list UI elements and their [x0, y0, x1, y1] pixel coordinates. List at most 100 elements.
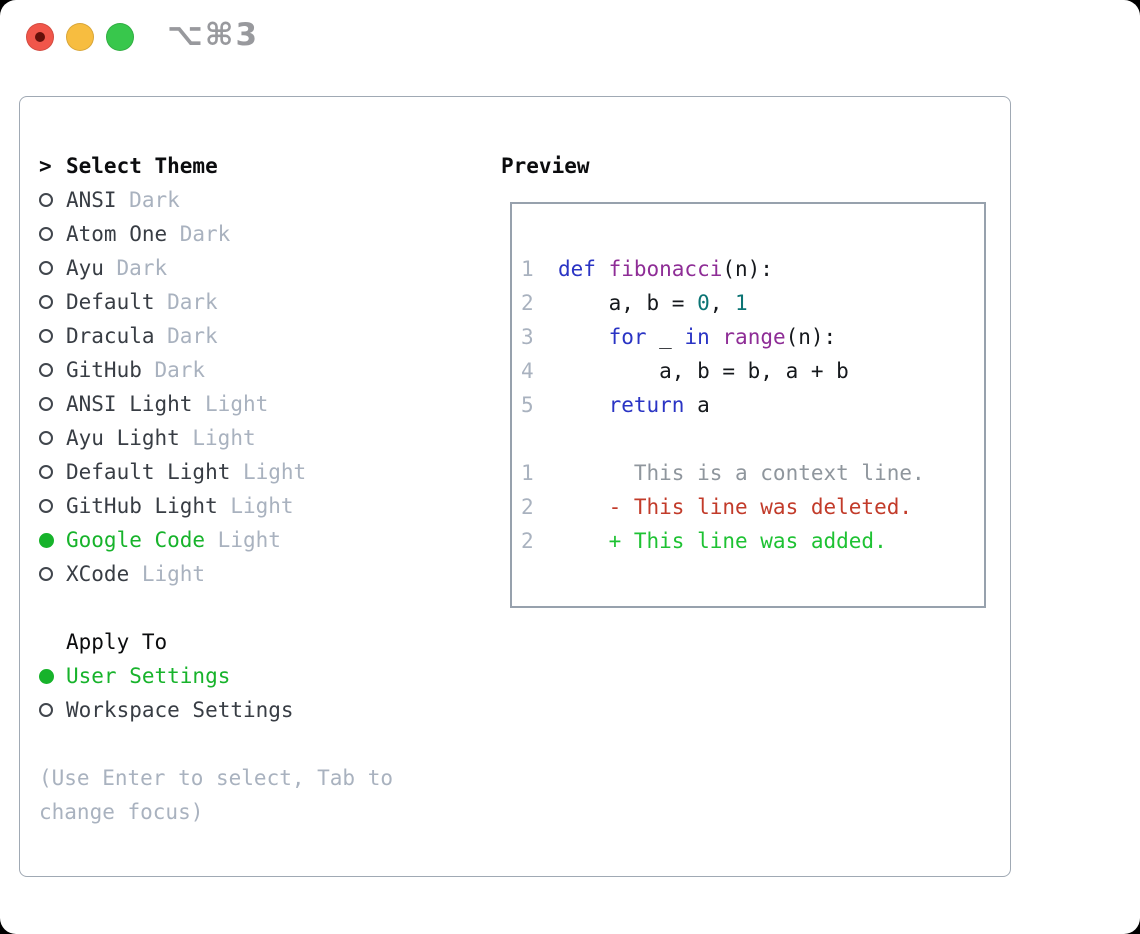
radio-icon: [39, 295, 53, 309]
diff-line: 2 + This line was added.: [521, 524, 984, 558]
line-content: for _ in range(n):: [558, 325, 837, 349]
line-number: 5: [521, 393, 534, 417]
diff-line: 1 This is a context line.: [521, 456, 984, 490]
apply-option-marker: [39, 668, 66, 684]
theme-item-github[interactable]: GitHub Dark: [39, 353, 393, 387]
blank-line: [521, 422, 984, 456]
theme-variant: Light: [242, 460, 307, 484]
line-content: a, b = 0, 1: [558, 291, 748, 315]
theme-item-marker: [39, 397, 66, 411]
apply-to-header: Apply To: [39, 625, 393, 659]
theme-item-default-light[interactable]: Default Light Light: [39, 455, 393, 489]
code-segment-plain: a, b = b, a + b: [558, 359, 849, 383]
theme-item-marker: [39, 431, 66, 445]
line-content: return a: [558, 393, 710, 417]
code-segment-function: fibonacci: [608, 257, 723, 281]
code-segment-keyword: in: [684, 325, 710, 349]
theme-item-atom-one[interactable]: Atom One Dark: [39, 217, 393, 251]
line-content: a, b = b, a + b: [558, 359, 849, 383]
radio-icon: [39, 363, 53, 377]
theme-item-marker: [39, 295, 66, 309]
radio-icon: [39, 193, 53, 207]
theme-item-marker: [39, 329, 66, 343]
theme-name: Ayu Light: [66, 426, 180, 450]
code-segment-number: 1: [735, 291, 748, 315]
zoom-button[interactable]: [106, 23, 134, 51]
apply-option-user-settings[interactable]: User Settings: [39, 659, 393, 693]
help-text-line: (Use Enter to select, Tab to: [39, 766, 394, 790]
radio-icon: [39, 499, 53, 513]
spacer: [39, 727, 393, 761]
theme-item-marker: [39, 227, 66, 241]
theme-item-ayu-light[interactable]: Ayu Light Light: [39, 421, 393, 455]
theme-variant: Dark: [179, 222, 231, 246]
apply-option-label: User Settings: [66, 664, 231, 688]
radio-selected-icon: [39, 668, 54, 684]
radio-icon: [39, 465, 53, 479]
theme-name: GitHub: [66, 358, 142, 382]
radio-icon: [39, 431, 53, 445]
code-segment-function: range: [722, 325, 786, 349]
theme-name: XCode: [66, 562, 130, 586]
theme-name: Atom One: [66, 222, 168, 246]
diff-block: 1 This is a context line.2 - This line w…: [521, 456, 984, 558]
code-segment-plain: _: [646, 325, 685, 349]
unsaved-changes-dot-icon: [35, 32, 45, 42]
theme-item-github-light[interactable]: GitHub Light Light: [39, 489, 393, 523]
prompt-icon: >: [39, 154, 52, 178]
theme-name: Dracula: [66, 324, 155, 348]
code-segment-plain: [558, 325, 609, 349]
close-button[interactable]: [26, 23, 54, 51]
minimize-button[interactable]: [66, 23, 94, 51]
code-segment-plain: [710, 325, 723, 349]
theme-name: GitHub Light: [66, 494, 218, 518]
theme-variant: Light: [230, 494, 294, 518]
code-segment-plain: (n):: [785, 325, 837, 349]
spacer: [39, 591, 393, 625]
theme-item-dracula[interactable]: Dracula Dark: [39, 319, 393, 353]
line-number: 1: [521, 257, 534, 281]
code-segment-deleted: - This line was deleted.: [558, 495, 913, 519]
theme-variant: Dark: [167, 290, 218, 314]
theme-variant: Light: [217, 528, 281, 552]
theme-variant: Dark: [167, 324, 218, 348]
radio-icon: [39, 261, 53, 275]
theme-variant: Dark: [154, 358, 206, 382]
line-content: def fibonacci(n):: [558, 257, 773, 281]
line-number: 1: [521, 461, 534, 485]
code-segment-context: This is a context line.: [558, 461, 925, 485]
preview-title: Preview: [501, 154, 590, 178]
apply-option-workspace-settings[interactable]: Workspace Settings: [39, 693, 393, 727]
theme-name: Ayu: [66, 256, 104, 280]
code-segment-number: 0: [697, 291, 710, 315]
line-content: This is a context line.: [558, 461, 925, 485]
radio-selected-icon: [39, 532, 54, 548]
apply-to-title: Apply To: [66, 630, 168, 654]
code-line: 5 return a: [521, 388, 984, 422]
theme-name: ANSI: [66, 188, 117, 212]
theme-item-marker: [39, 363, 66, 377]
code-segment-plain: a: [684, 393, 710, 417]
line-number: 3: [521, 325, 534, 349]
theme-name: Default Light: [66, 460, 231, 484]
line-number: 2: [521, 529, 534, 553]
theme-variant: Light: [192, 426, 256, 450]
code-segment-added: + This line was added.: [558, 529, 887, 553]
apply-option-marker: [39, 703, 66, 717]
apply-option-label: Workspace Settings: [66, 698, 294, 722]
diff-line: 2 - This line was deleted.: [521, 490, 984, 524]
theme-item-marker: [39, 465, 66, 479]
